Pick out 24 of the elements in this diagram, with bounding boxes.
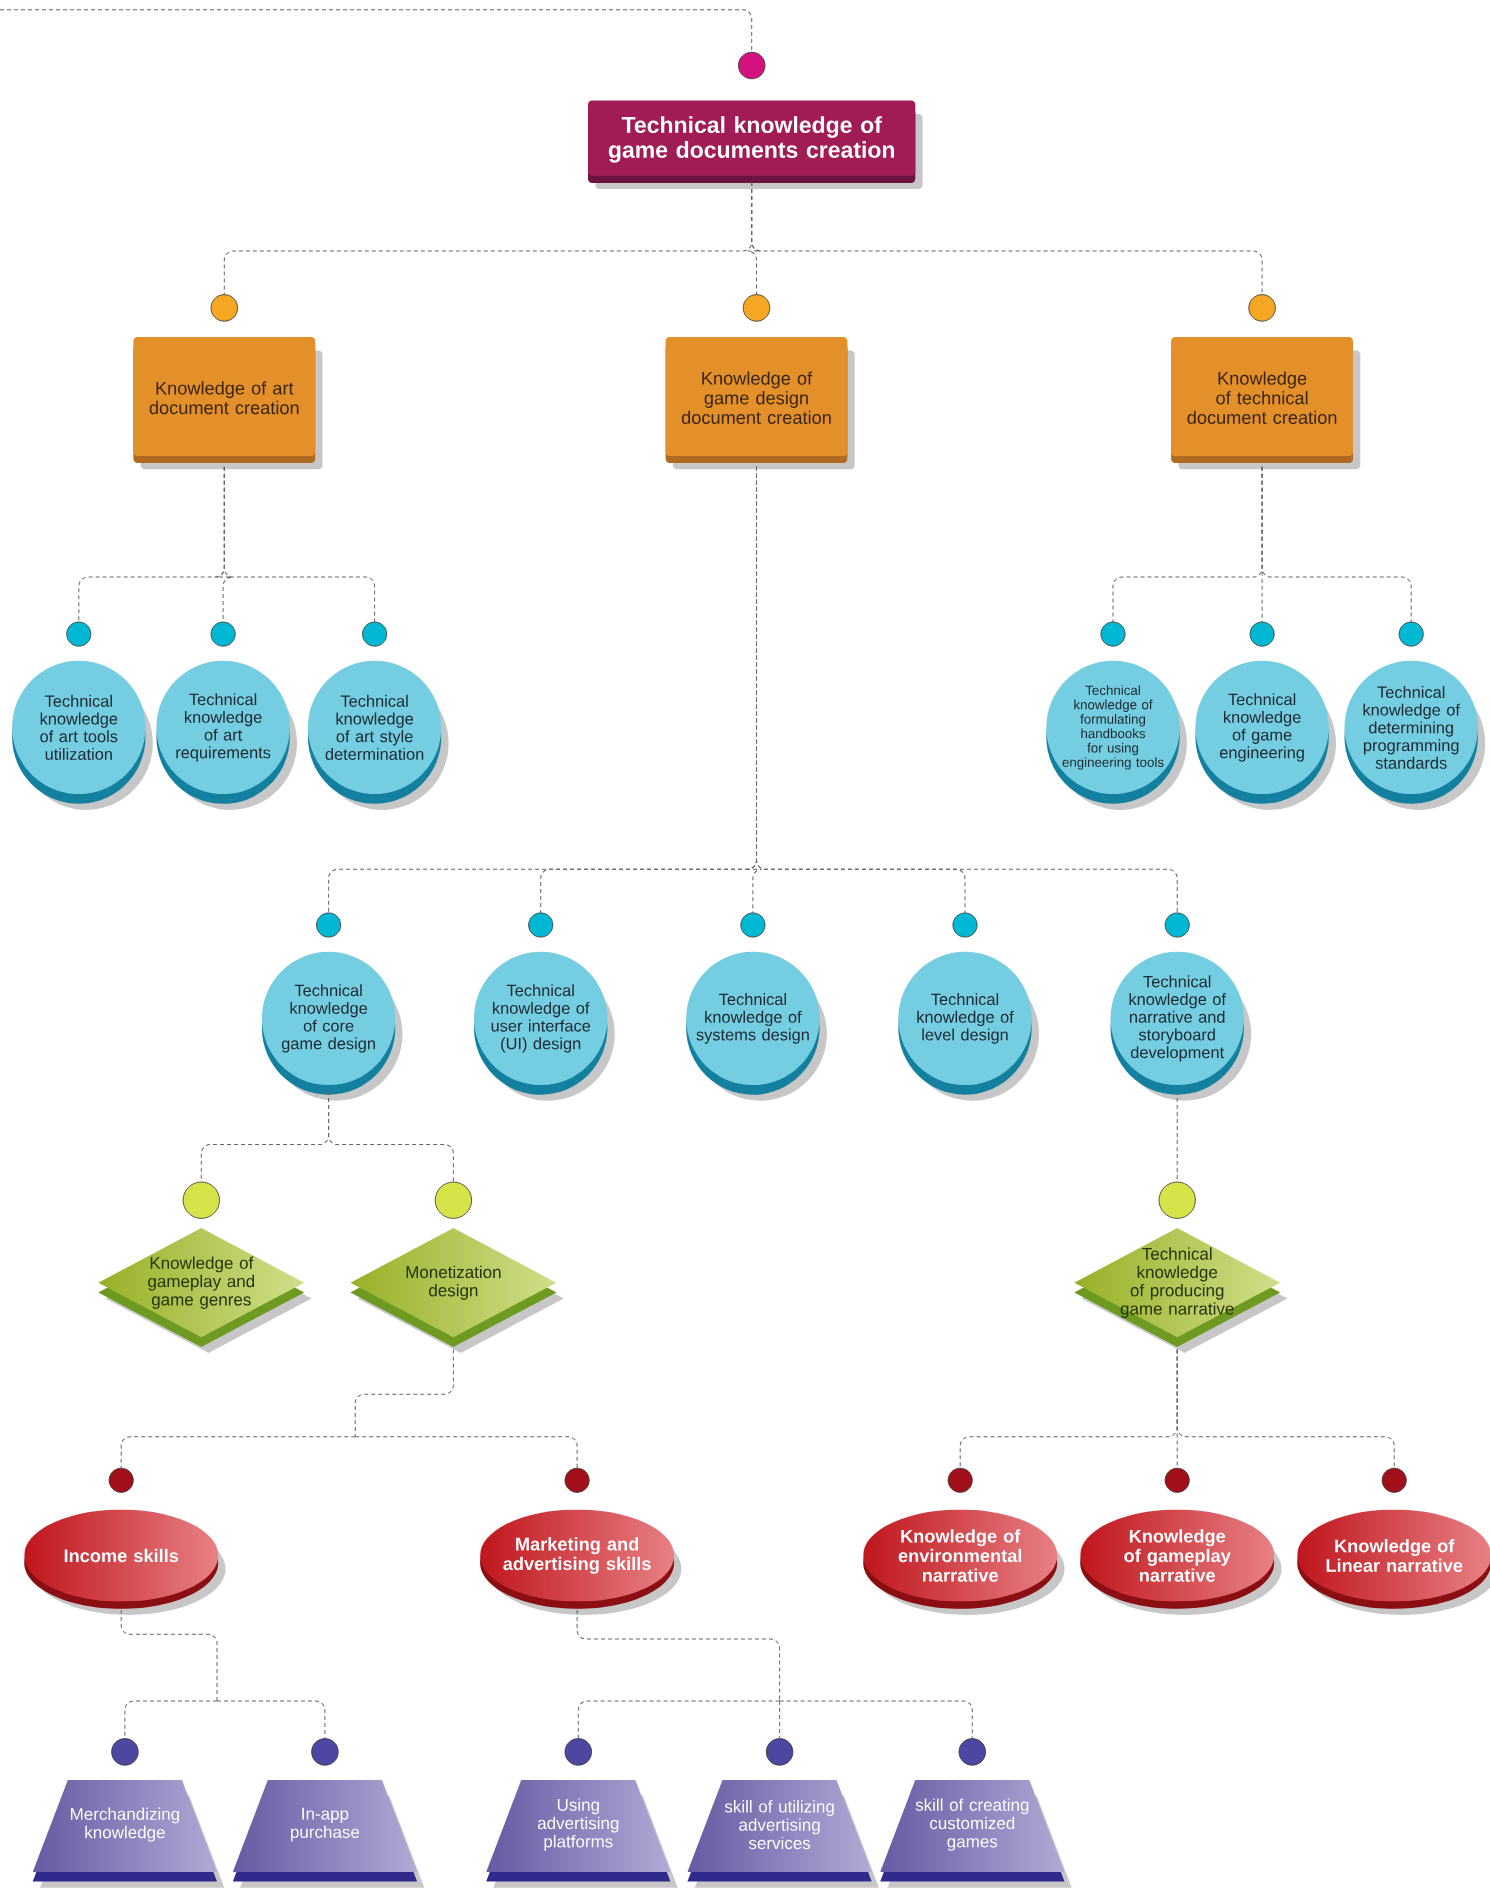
connector xyxy=(577,1700,781,1739)
connector xyxy=(779,1700,973,1739)
connector xyxy=(751,181,1263,296)
topic-box: Knowledge of game design document creation xyxy=(665,294,855,470)
topic-box: Knowledge of art document creation xyxy=(133,294,323,470)
connector xyxy=(1261,466,1412,623)
connector xyxy=(354,1436,578,1469)
skill-trapezoid: skill of creating customized games xyxy=(880,1738,1072,1888)
topic-box: Knowledge of technical document creation xyxy=(1171,294,1361,470)
connector xyxy=(223,466,376,623)
skill-trapezoid: Merchandizing knowledge xyxy=(32,1738,225,1888)
connector xyxy=(216,1700,326,1739)
connector xyxy=(756,466,1178,914)
skill-trapezoid: In-app purchase xyxy=(232,1738,425,1888)
title-box: Technical knowledge of game documents creation xyxy=(588,51,923,190)
connector xyxy=(328,1090,454,1183)
skill-trapezoid: skill of utilizing advertising services xyxy=(687,1738,879,1888)
connector xyxy=(354,1348,454,1438)
connector xyxy=(124,1700,218,1739)
connector xyxy=(120,1609,218,1702)
connector xyxy=(0,9,753,53)
connector xyxy=(120,1436,356,1469)
connector xyxy=(779,1700,781,1739)
skill-trapezoid: Using advertising platforms xyxy=(486,1738,678,1888)
